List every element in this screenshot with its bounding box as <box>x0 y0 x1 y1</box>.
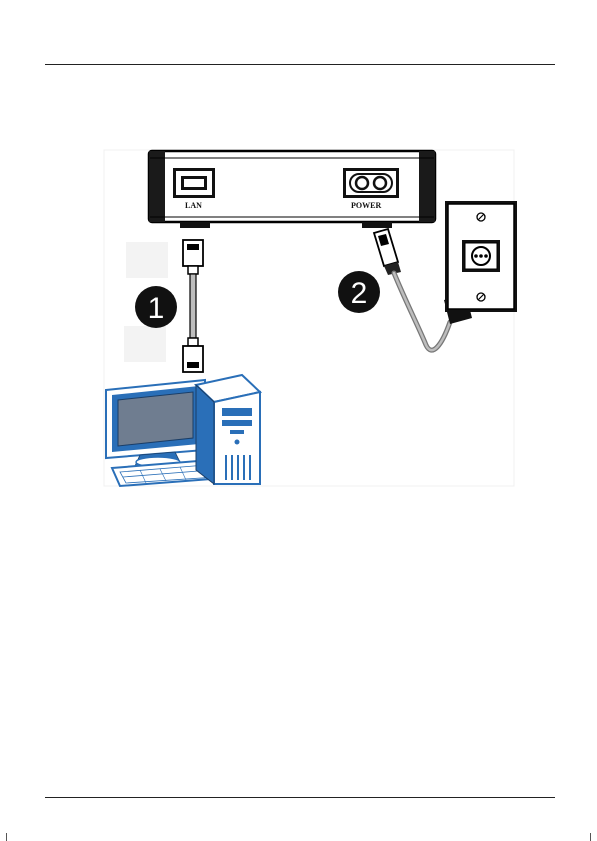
step-number-2: 2 <box>351 277 368 310</box>
step-badge-2: 2 <box>338 271 380 313</box>
wall-outlet-icon[interactable] <box>445 201 517 312</box>
power-port-label: POWER <box>351 201 381 210</box>
lan-port-label: LAN <box>185 201 202 210</box>
step-badge-1: 1 <box>135 286 177 328</box>
desktop-computer-icon <box>106 375 260 486</box>
power-socket-icon[interactable] <box>343 168 399 198</box>
ethernet-port-icon[interactable] <box>173 168 215 198</box>
step-number-1: 1 <box>148 292 165 325</box>
